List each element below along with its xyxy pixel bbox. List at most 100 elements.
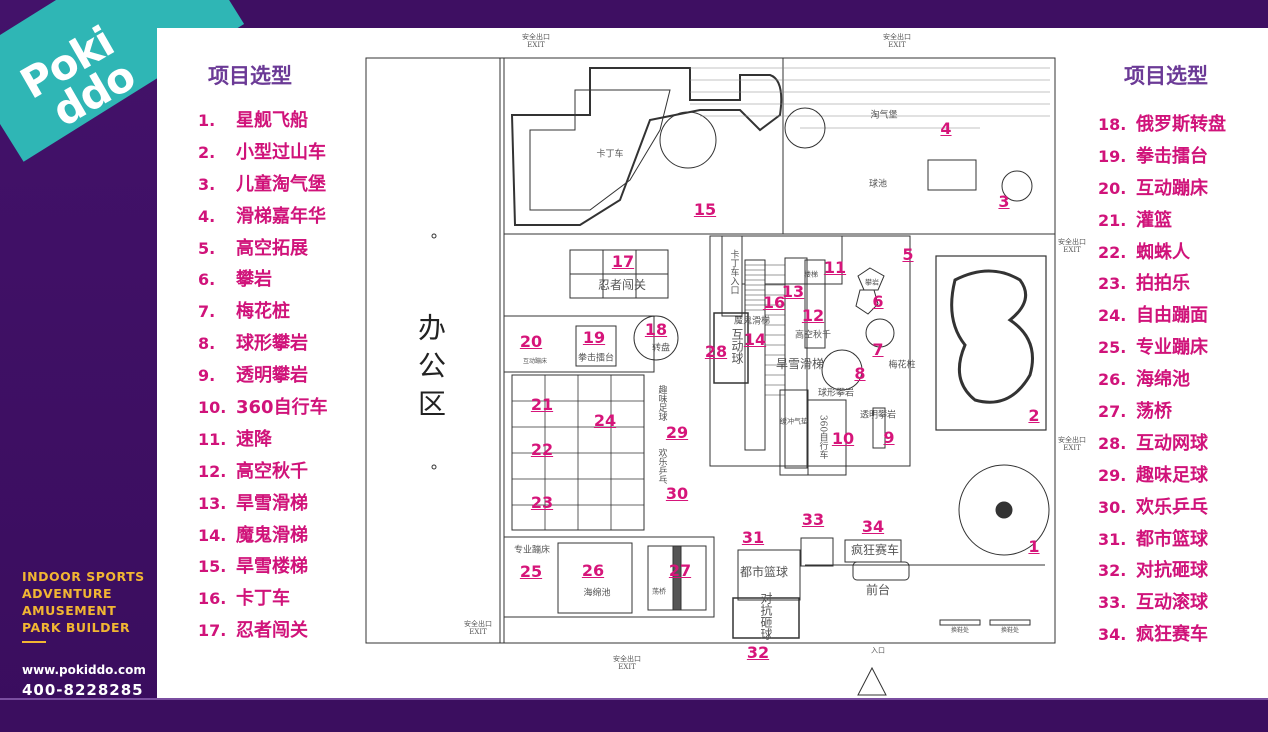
- marker-2: 2: [1028, 406, 1040, 425]
- item-number: 6.: [198, 270, 216, 290]
- list-item: 30.欢乐乒乓: [1098, 493, 1226, 525]
- item-number: 7.: [198, 302, 216, 322]
- item-number: 5.: [198, 238, 216, 258]
- item-name: 互动滚球: [1136, 592, 1208, 614]
- content-panel: [157, 28, 1268, 698]
- marker-28: 28: [704, 342, 728, 361]
- plan-label: 都市篮球: [739, 565, 789, 579]
- item-name: 互动网球: [1136, 432, 1208, 454]
- list-item: 18.俄罗斯转盘: [1098, 110, 1226, 142]
- plan-label: 荡桥: [652, 587, 666, 596]
- list-item: 10.360自行车: [198, 393, 328, 425]
- item-name: 旱雪滑梯: [236, 492, 308, 514]
- marker-30: 30: [665, 484, 689, 503]
- item-name: 透明攀岩: [236, 365, 308, 387]
- exit-cn: 安全出口: [1058, 436, 1086, 444]
- marker-7: 7: [872, 340, 884, 359]
- item-number: 13.: [198, 493, 227, 513]
- list-item: 16.卡丁车: [198, 584, 328, 616]
- item-number: 29.: [1098, 465, 1127, 485]
- plan-label: 互动球: [730, 328, 744, 364]
- plan-label: 入口: [871, 646, 885, 655]
- marker-10: 10: [831, 429, 855, 448]
- marker-33: 33: [801, 510, 825, 529]
- plan-label: 换鞋处: [1000, 627, 1020, 634]
- item-name: 趣味足球: [1136, 464, 1208, 486]
- website-link[interactable]: www.pokiddo.com: [22, 663, 146, 677]
- office-area-label: 办公区: [414, 313, 447, 427]
- marker-15: 15: [693, 200, 717, 219]
- list-item: 15.旱雪楼梯: [198, 552, 328, 584]
- list-item: 20.互动蹦床: [1098, 174, 1226, 206]
- item-name: 高空拓展: [236, 237, 308, 259]
- item-number: 14.: [198, 525, 227, 545]
- list-item: 25.专业蹦床: [1098, 333, 1226, 365]
- plan-label: 专业蹦床: [513, 545, 551, 556]
- marker-1: 1: [1028, 537, 1040, 556]
- list-item: 2.小型过山车: [198, 138, 328, 170]
- item-name: 疯狂赛车: [1136, 624, 1208, 646]
- marker-4: 4: [940, 119, 952, 138]
- exit-en: EXIT: [469, 628, 487, 636]
- item-name: 拳击擂台: [1136, 145, 1208, 167]
- item-name: 拍拍乐: [1136, 273, 1190, 295]
- item-number: 12.: [198, 461, 227, 481]
- item-name: 攀岩: [236, 269, 272, 291]
- item-number: 15.: [198, 557, 227, 577]
- item-name: 小型过山车: [236, 141, 326, 163]
- list-item: 21.灌篮: [1098, 206, 1226, 238]
- exit-cn: 安全出口: [522, 33, 550, 41]
- marker-32: 32: [746, 643, 770, 662]
- plan-label: 对抗砸球: [759, 592, 773, 640]
- item-number: 34.: [1098, 625, 1127, 645]
- item-number: 11.: [198, 429, 227, 449]
- marker-20: 20: [519, 332, 543, 351]
- item-number: 22.: [1098, 242, 1127, 262]
- item-name: 对抗砸球: [1136, 560, 1208, 582]
- item-number: 3.: [198, 174, 216, 194]
- marker-17: 17: [611, 252, 635, 271]
- plan-label: 忍者闯关: [597, 278, 647, 292]
- item-name: 海绵池: [1136, 369, 1190, 391]
- list-item: 26. 海绵池: [1098, 365, 1226, 397]
- list-item: 34. 疯狂赛车: [1098, 620, 1226, 652]
- item-name: 儿童淘气堡: [236, 173, 326, 195]
- exit-cn: 安全出口: [883, 33, 911, 41]
- list-item: 6. 攀岩: [198, 265, 328, 297]
- exit-en: EXIT: [618, 663, 636, 671]
- marker-24: 24: [593, 411, 617, 430]
- phone-number: 400-8228285: [22, 681, 144, 699]
- marker-16: 16: [762, 293, 786, 312]
- item-name: 专业蹦床: [1136, 337, 1208, 359]
- plan-label: 卡丁车: [596, 149, 624, 160]
- divider: [22, 641, 46, 643]
- marker-23: 23: [530, 493, 554, 512]
- plan-label: 卡丁车入口: [728, 249, 739, 295]
- list-item: 13. 旱雪滑梯: [198, 489, 328, 521]
- marker-19: 19: [582, 328, 606, 347]
- list-item: 24.自由蹦面: [1098, 301, 1226, 333]
- marker-21: 21: [530, 395, 554, 414]
- list-item: 14.魔鬼滑梯: [198, 521, 328, 553]
- item-name: 互动蹦床: [1136, 177, 1208, 199]
- item-number: 4.: [198, 206, 216, 226]
- marker-26: 26: [581, 561, 605, 580]
- list-item: 1.星舰飞船: [198, 106, 328, 138]
- item-number: 10.: [198, 398, 227, 418]
- top-bar: [157, 0, 1268, 28]
- exit-en: EXIT: [1063, 444, 1081, 452]
- marker-9: 9: [883, 428, 895, 447]
- item-number: 16.: [198, 589, 227, 609]
- plan-label: 透明攀岩: [859, 410, 897, 421]
- item-number: 24.: [1098, 306, 1127, 326]
- marker-8: 8: [854, 364, 866, 383]
- item-name: 滑梯嘉年华: [236, 205, 326, 227]
- item-number: 8.: [198, 334, 216, 354]
- plan-label: 旱雪滑梯: [775, 357, 825, 371]
- item-number: 26.: [1098, 370, 1127, 390]
- tagline-line: INDOOR SPORTS: [22, 569, 145, 584]
